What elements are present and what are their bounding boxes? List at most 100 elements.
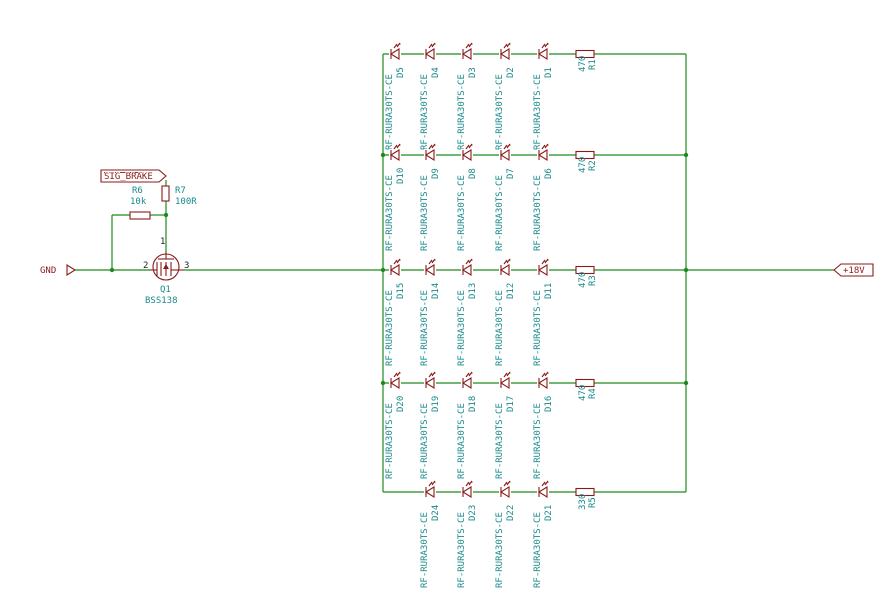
q1-ref: Q1: [160, 285, 171, 295]
gnd-label: GND: [40, 266, 56, 276]
led-value: RF-RURA30TS-CE: [495, 74, 505, 150]
led-ref: D9: [431, 168, 441, 179]
sig-brake-label-box: SIG_BRAKE: [100, 169, 167, 183]
mosfet-q1: 1 2 3 Q1 BSS138: [143, 237, 189, 306]
led-row-5: R5330D21RF-RURA30TS-CED22RF-RURA30TS-CED…: [383, 480, 686, 588]
led-value: RF-RURA30TS-CE: [533, 290, 543, 366]
led-value: RF-RURA30TS-CE: [495, 175, 505, 251]
resistor-ref: R2: [588, 160, 598, 171]
led-ref: D16: [544, 396, 554, 412]
led-ref: D2: [506, 67, 516, 78]
resistor-value: 470: [578, 385, 588, 401]
led-ref: D7: [506, 168, 516, 179]
led-ref: D3: [468, 67, 478, 78]
led-value: RF-RURA30TS-CE: [533, 512, 543, 588]
led-value: RF-RURA30TS-CE: [533, 403, 543, 479]
led-value: RF-RURA30TS-CE: [533, 175, 543, 251]
led-ref: D8: [468, 168, 478, 179]
q1-pin-gate: 1: [160, 237, 165, 247]
led-ref: D20: [396, 396, 406, 412]
led-value: RF-RURA30TS-CE: [495, 403, 505, 479]
led-ref: D11: [544, 283, 554, 299]
led-value: RF-RURA30TS-CE: [385, 403, 395, 479]
led-value: RF-RURA30TS-CE: [420, 175, 430, 251]
resistor-value: 330: [578, 494, 588, 510]
led-value: RF-RURA30TS-CE: [495, 512, 505, 588]
r7-ref: R7: [175, 186, 186, 196]
led-row-3: R3470D11RF-RURA30TS-CED12RF-RURA30TS-CED…: [383, 258, 686, 366]
r6-value: 10k: [130, 197, 147, 207]
resistor-ref: R3: [588, 275, 598, 286]
led-value: RF-RURA30TS-CE: [420, 512, 430, 588]
vplus-port: +18V: [833, 263, 874, 277]
led-ref: D14: [431, 283, 441, 299]
sig-brake-label: SIG_BRAKE: [104, 172, 153, 182]
led-ref: D6: [544, 168, 554, 179]
led-row-2: R2470D6RF-RURA30TS-CED7RF-RURA30TS-CED8R…: [383, 143, 686, 251]
led-row-4: R4470D16RF-RURA30TS-CED17RF-RURA30TS-CED…: [383, 371, 686, 479]
q1-pin-source: 2: [143, 261, 148, 271]
led-ref: D10: [396, 168, 406, 184]
led-value: RF-RURA30TS-CE: [457, 512, 467, 588]
led-ref: D15: [396, 283, 406, 299]
led-value: RF-RURA30TS-CE: [385, 74, 395, 150]
vplus-label: +18V: [843, 266, 865, 276]
led-ref: D18: [468, 396, 478, 412]
led-value: RF-RURA30TS-CE: [420, 74, 430, 150]
led-value: RF-RURA30TS-CE: [420, 290, 430, 366]
led-value: RF-RURA30TS-CE: [385, 175, 395, 251]
led-value: RF-RURA30TS-CE: [420, 403, 430, 479]
led-value: RF-RURA30TS-CE: [495, 290, 505, 366]
led-rows: R1470D1RF-RURA30TS-CED2RF-RURA30TS-CED3R…: [383, 42, 686, 588]
resistor-value: 470: [578, 272, 588, 288]
q1-pin-drain: 3: [184, 261, 189, 271]
resistor-r6: R6 10k: [129, 186, 151, 220]
q1-value: BSS138: [145, 296, 178, 306]
resistor-value: 470: [578, 56, 588, 72]
led-ref: D22: [506, 505, 516, 521]
led-value: RF-RURA30TS-CE: [533, 74, 543, 150]
led-ref: D5: [396, 67, 406, 78]
r7-value: 100R: [175, 197, 197, 207]
led-ref: D13: [468, 283, 478, 299]
led-value: RF-RURA30TS-CE: [457, 175, 467, 251]
resistor-ref: R5: [588, 497, 598, 508]
led-ref: D12: [506, 283, 516, 299]
led-value: RF-RURA30TS-CE: [457, 290, 467, 366]
gnd-port: GND: [40, 264, 77, 276]
led-value: RF-RURA30TS-CE: [385, 290, 395, 366]
resistor-ref: R4: [588, 388, 598, 399]
led-ref: D4: [431, 67, 441, 78]
resistor-r7: R7 100R: [161, 185, 197, 207]
wires: [75, 54, 834, 492]
led-row-1: R1470D1RF-RURA30TS-CED2RF-RURA30TS-CED3R…: [383, 42, 686, 150]
resistor-ref: R1: [588, 59, 598, 70]
resistor-value: 470: [578, 157, 588, 173]
r6-ref: R6: [132, 186, 143, 196]
